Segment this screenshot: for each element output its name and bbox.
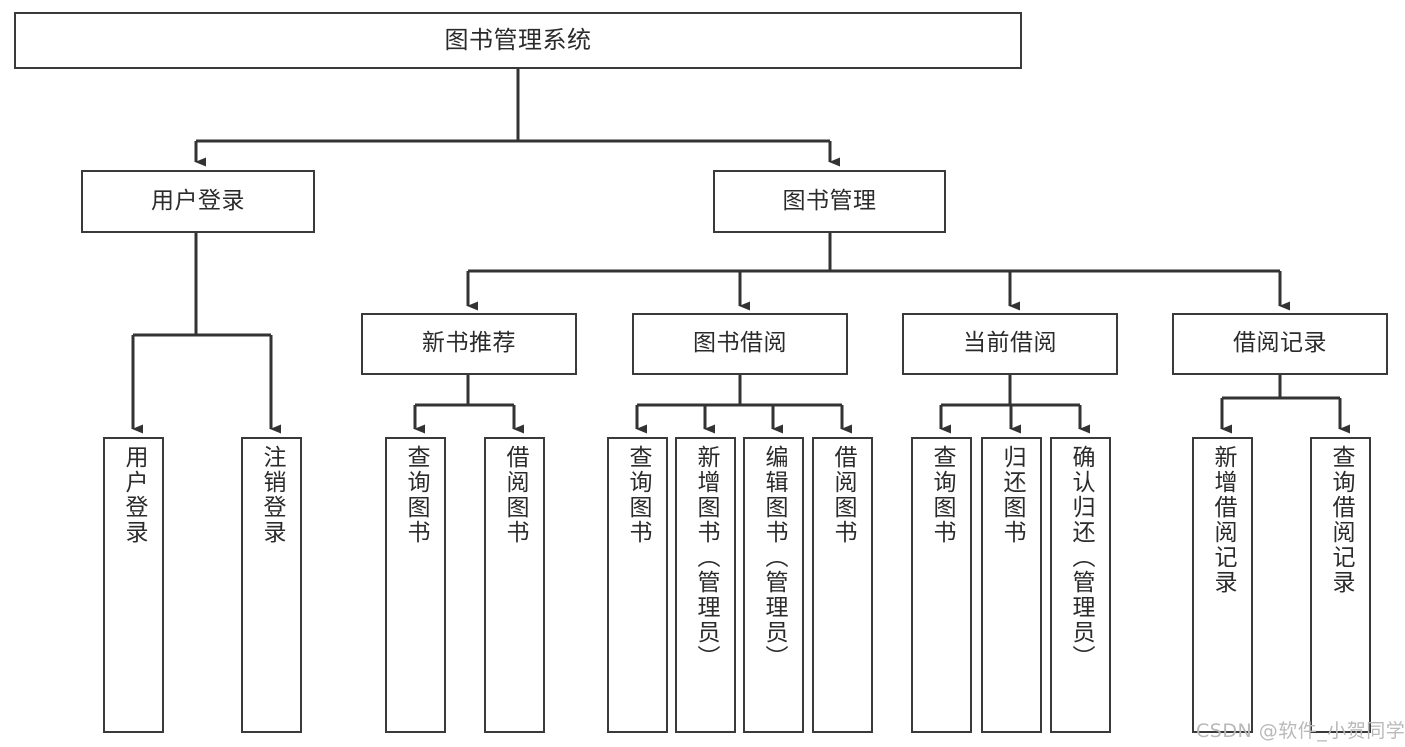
leaf-new-book-query-label: 查询图书 [403, 445, 429, 545]
leaf-user-login-logout-label: 注销登录 [259, 445, 285, 545]
node-current-borrow-label: 当前借阅 [963, 330, 1057, 357]
node-book-management-label: 图书管理 [782, 187, 877, 214]
node-current-borrow[interactable]: 当前借阅 [902, 313, 1118, 375]
node-book-borrow-label: 图书借阅 [693, 330, 787, 357]
leaf-user-login-login[interactable]: 用户登录 [103, 437, 164, 733]
node-book-management[interactable]: 图书管理 [713, 170, 946, 233]
node-user-login-label: 用户登录 [151, 187, 245, 214]
leaf-book-borrow-edit[interactable]: 编辑图书（管理员） [743, 437, 804, 733]
leaf-current-borrow-confirm-return[interactable]: 确认归还（管理员） [1050, 437, 1111, 733]
node-book-borrow[interactable]: 图书借阅 [632, 313, 848, 375]
leaf-borrow-record-add[interactable]: 新增借阅记录 [1192, 437, 1253, 733]
leaf-book-borrow-query-label: 查询图书 [625, 445, 651, 545]
node-root-label: 图书管理系统 [444, 26, 592, 55]
leaf-book-borrow-borrow-label: 借阅图书 [830, 445, 856, 545]
leaf-book-borrow-add[interactable]: 新增图书（管理员） [675, 437, 736, 733]
leaf-new-book-borrow-label: 借阅图书 [502, 445, 528, 545]
leaf-borrow-record-add-label: 新增借阅记录 [1210, 445, 1236, 595]
leaf-user-login-logout[interactable]: 注销登录 [241, 437, 302, 733]
csdn-watermark: CSDN @软件_小贺同学 [1196, 716, 1405, 743]
node-new-book-recommend-label: 新书推荐 [422, 330, 516, 357]
leaf-new-book-query[interactable]: 查询图书 [385, 437, 446, 733]
leaf-book-borrow-borrow[interactable]: 借阅图书 [812, 437, 873, 733]
leaf-borrow-record-query-label: 查询借阅记录 [1328, 445, 1354, 595]
leaf-current-borrow-return-label: 归还图书 [999, 445, 1025, 545]
leaf-current-borrow-query-label: 查询图书 [929, 445, 955, 545]
leaf-current-borrow-return[interactable]: 归还图书 [981, 437, 1042, 733]
leaf-current-borrow-confirm-return-label: 确认归还（管理员） [1068, 445, 1094, 670]
csdn-watermark-text: CSDN @软件_小贺同学 [1196, 720, 1405, 742]
leaf-user-login-login-label: 用户登录 [121, 445, 147, 545]
leaf-book-borrow-add-label: 新增图书（管理员） [693, 445, 719, 670]
node-new-book-recommend[interactable]: 新书推荐 [361, 313, 577, 375]
node-borrow-record[interactable]: 借阅记录 [1172, 313, 1388, 375]
leaf-current-borrow-query[interactable]: 查询图书 [911, 437, 972, 733]
leaf-book-borrow-edit-label: 编辑图书（管理员） [761, 445, 787, 670]
leaf-book-borrow-query[interactable]: 查询图书 [607, 437, 668, 733]
leaf-borrow-record-query[interactable]: 查询借阅记录 [1310, 437, 1371, 733]
node-borrow-record-label: 借阅记录 [1233, 330, 1327, 357]
node-user-login[interactable]: 用户登录 [81, 170, 315, 233]
node-root[interactable]: 图书管理系统 [14, 12, 1022, 69]
leaf-new-book-borrow[interactable]: 借阅图书 [484, 437, 545, 733]
